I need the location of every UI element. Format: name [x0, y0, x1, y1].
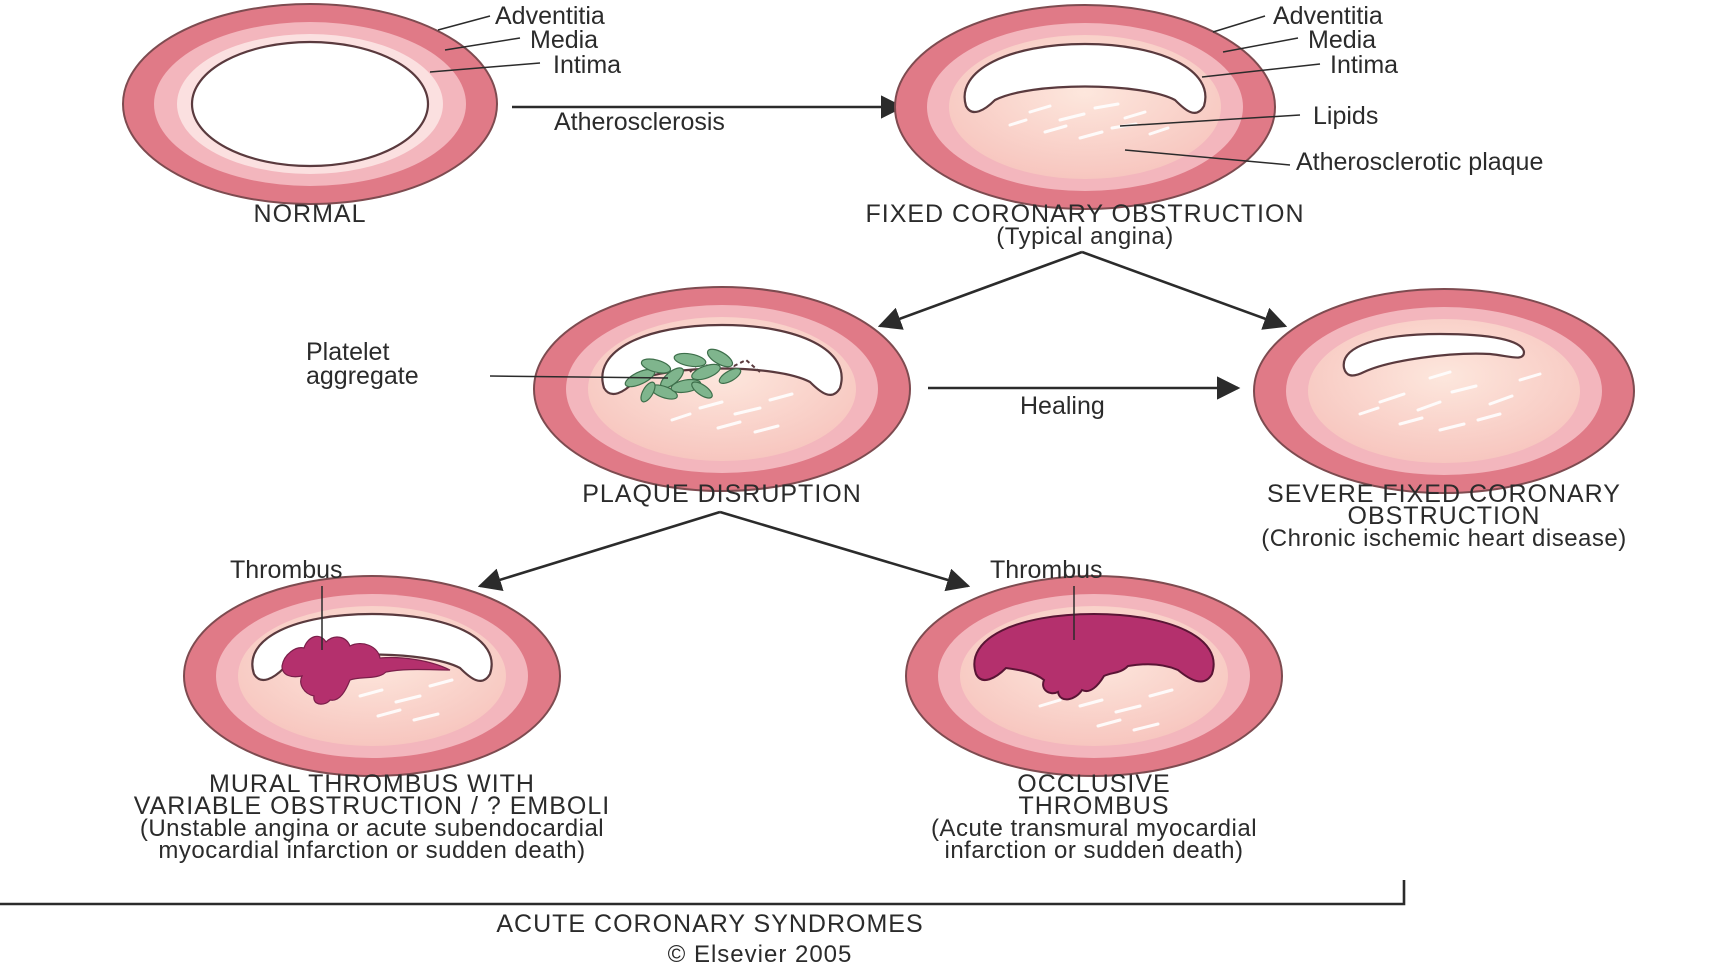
vessel-occlusive-thrombus: [906, 576, 1282, 776]
label-intima-2: Intima: [1330, 51, 1398, 79]
label-intima: Intima: [553, 51, 621, 79]
transition-healing: Healing: [1020, 392, 1105, 420]
label-media-2: Media: [1308, 26, 1376, 54]
acute-syndromes-bracket: [0, 880, 1404, 904]
stage-severe-subtitle: (Chronic ischemic heart disease): [1261, 525, 1626, 552]
arrow-to-severe-obstruction: [1082, 252, 1285, 326]
vessel-plaque-disruption: [534, 287, 910, 491]
copyright-text: © Elsevier 2005: [668, 941, 853, 963]
stage-normal-title: NORMAL: [254, 200, 367, 228]
label-thrombus-occlusive: Thrombus: [990, 556, 1103, 584]
label-atherosclerotic-plaque: Atherosclerotic plaque: [1296, 148, 1543, 176]
lumen: [192, 42, 428, 166]
stage-occlusive-sub-line2: infarction or sudden death): [944, 837, 1243, 864]
vessel-normal: [120, 0, 500, 295]
vessel-fixed-obstruction: [895, 5, 1275, 209]
label-lipids: Lipids: [1313, 102, 1378, 130]
label-thrombus-mural: Thrombus: [230, 556, 343, 584]
stage-disruption-title: PLAQUE DISRUPTION: [582, 480, 862, 508]
label-platelet-line2: aggregate: [306, 362, 419, 390]
vessel-severe-obstruction: [1254, 289, 1634, 493]
label-media: Media: [530, 26, 598, 54]
vessel-mural-thrombus: [184, 576, 560, 776]
arrow-to-plaque-disruption: [880, 252, 1082, 326]
arrow-to-mural-thrombus: [480, 512, 720, 586]
stage-fixed-subtitle: (Typical angina): [996, 223, 1173, 250]
transition-atherosclerosis: Atherosclerosis: [554, 108, 725, 136]
arrow-to-occlusive-thrombus: [720, 512, 968, 586]
group-label-acute-coronary-syndromes: ACUTE CORONARY SYNDROMES: [496, 910, 923, 938]
stage-mural-sub-line2: myocardial infarction or sudden death): [158, 837, 585, 864]
